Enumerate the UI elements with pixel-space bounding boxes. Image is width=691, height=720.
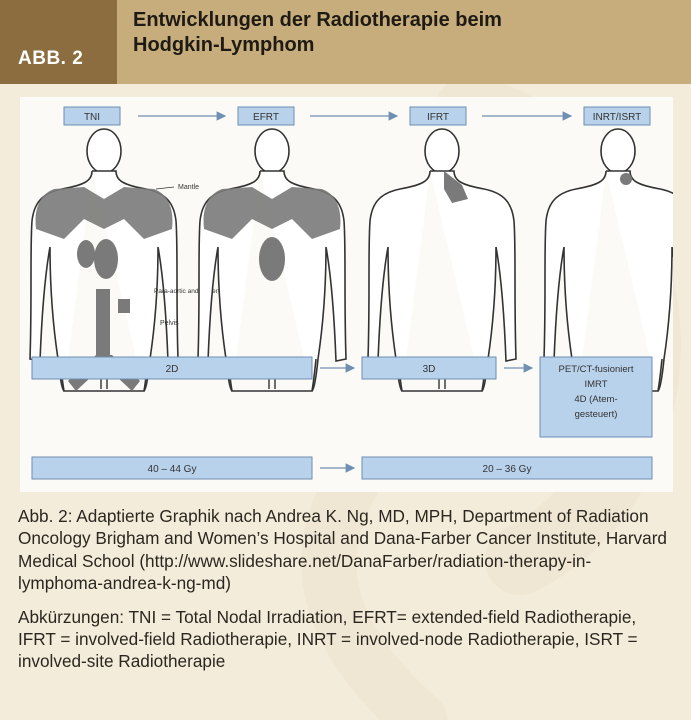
stage-label-ifrt: IFRT xyxy=(427,112,449,123)
label-pelvis: Pelvis xyxy=(160,320,179,327)
stage-boxes: TNI EFRT IFRT INRT/ISRT xyxy=(64,107,650,125)
technique-label-pet-ct: PET/CT-fusioniert xyxy=(559,364,634,375)
dose-label-left: 40 – 44 Gy xyxy=(148,464,197,475)
technique-label-imrt: IMRT xyxy=(584,379,607,390)
figure-title-line-2: Hodgkin-Lymphom xyxy=(133,33,653,58)
diagram-svg: TNI EFRT IFRT INRT/ISRT Mantle Para-aort… xyxy=(20,97,673,492)
technique-label-4d: 4D (Atem- xyxy=(574,394,617,405)
figure-caption: Abb. 2: Adaptierte Graphik nach Andrea K… xyxy=(18,505,676,684)
label-mantle: Mantle xyxy=(178,184,199,191)
technique-label-gated: gesteuert) xyxy=(575,409,618,420)
stage-label-efrt: EFRT xyxy=(253,112,279,123)
stage-label-inrt-isrt: INRT/ISRT xyxy=(593,112,642,123)
technique-label-2d: 2D xyxy=(166,364,179,375)
figure-title: Entwicklungen der Radiotherapie beim Hod… xyxy=(133,8,653,58)
body-figure-efrt xyxy=(198,129,346,391)
stage-label-tni: TNI xyxy=(84,112,100,123)
body-figure-tni xyxy=(30,129,178,391)
dose-row: 40 – 44 Gy 20 – 36 Gy xyxy=(32,457,652,479)
body-figure-ifrt xyxy=(368,129,516,391)
dose-label-right: 20 – 36 Gy xyxy=(483,464,532,475)
body-figure-inrt-isrt xyxy=(544,129,673,391)
caption-abbreviations: Abkürzungen: TNI = Total Nodal Irradiati… xyxy=(18,606,676,673)
figure-header: ABB. 2 Entwicklungen der Radiotherapie b… xyxy=(0,0,691,84)
caption-source: Abb. 2: Adaptierte Graphik nach Andrea K… xyxy=(18,505,676,595)
technique-label-3d: 3D xyxy=(423,364,436,375)
radiotherapy-diagram: TNI EFRT IFRT INRT/ISRT Mantle Para-aort… xyxy=(20,97,673,492)
figure-title-line-1: Entwicklungen der Radiotherapie beim xyxy=(133,8,653,33)
figure-number: ABB. 2 xyxy=(0,0,117,84)
technique-row: 2D 3D PET/CT-fusioniert IMRT 4D (Atem- g… xyxy=(32,357,652,437)
